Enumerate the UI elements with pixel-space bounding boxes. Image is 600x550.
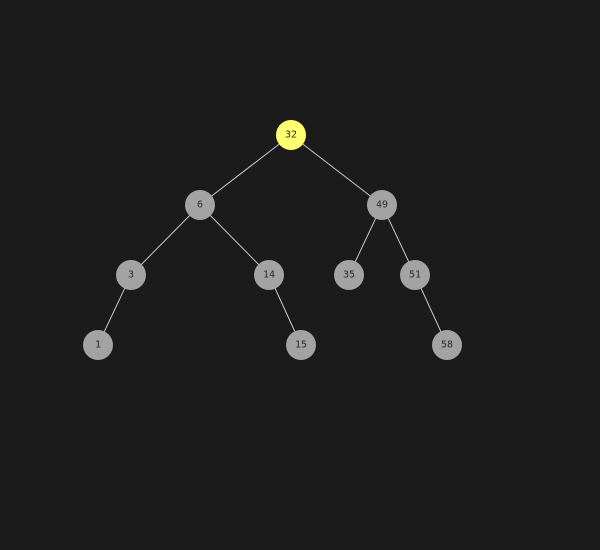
tree-node-49[interactable]: 49 bbox=[367, 190, 397, 220]
tree-node-35[interactable]: 35 bbox=[334, 260, 364, 290]
node-label: 49 bbox=[376, 200, 388, 211]
node-label: 32 bbox=[285, 130, 297, 141]
node-circle[interactable] bbox=[116, 260, 146, 290]
node-circle[interactable] bbox=[185, 190, 215, 220]
tree-node-6[interactable]: 6 bbox=[185, 190, 215, 220]
tree-node-1[interactable]: 1 bbox=[83, 330, 113, 360]
tree-node-3[interactable]: 3 bbox=[116, 260, 146, 290]
node-label: 35 bbox=[343, 270, 355, 281]
tree-node-32[interactable]: 32 bbox=[276, 120, 306, 150]
node-label: 3 bbox=[128, 270, 134, 281]
nodes-layer: 32 6 49 3 14 35 51 1 15 58 bbox=[83, 120, 462, 360]
tree-node-51[interactable]: 51 bbox=[400, 260, 430, 290]
edge-6-3 bbox=[130, 204, 201, 276]
node-circle[interactable] bbox=[432, 330, 462, 360]
node-label: 51 bbox=[409, 270, 421, 281]
node-label: 1 bbox=[95, 340, 101, 351]
node-label: 14 bbox=[263, 270, 275, 281]
node-label: 15 bbox=[295, 340, 307, 351]
node-label: 6 bbox=[197, 200, 203, 211]
node-label: 58 bbox=[441, 340, 453, 351]
tree-node-58[interactable]: 58 bbox=[432, 330, 462, 360]
tree-node-14[interactable]: 14 bbox=[254, 260, 284, 290]
tree-node-15[interactable]: 15 bbox=[286, 330, 316, 360]
node-circle[interactable] bbox=[400, 260, 430, 290]
node-circle[interactable] bbox=[334, 260, 364, 290]
edge-6-14 bbox=[199, 204, 270, 276]
node-circle[interactable] bbox=[254, 260, 284, 290]
edge-32-6 bbox=[199, 134, 292, 206]
edge-32-49 bbox=[290, 134, 383, 206]
node-circle-highlighted[interactable] bbox=[276, 120, 306, 150]
node-circle[interactable] bbox=[286, 330, 316, 360]
node-circle[interactable] bbox=[83, 330, 113, 360]
edges-layer bbox=[97, 134, 448, 346]
node-circle[interactable] bbox=[367, 190, 397, 220]
